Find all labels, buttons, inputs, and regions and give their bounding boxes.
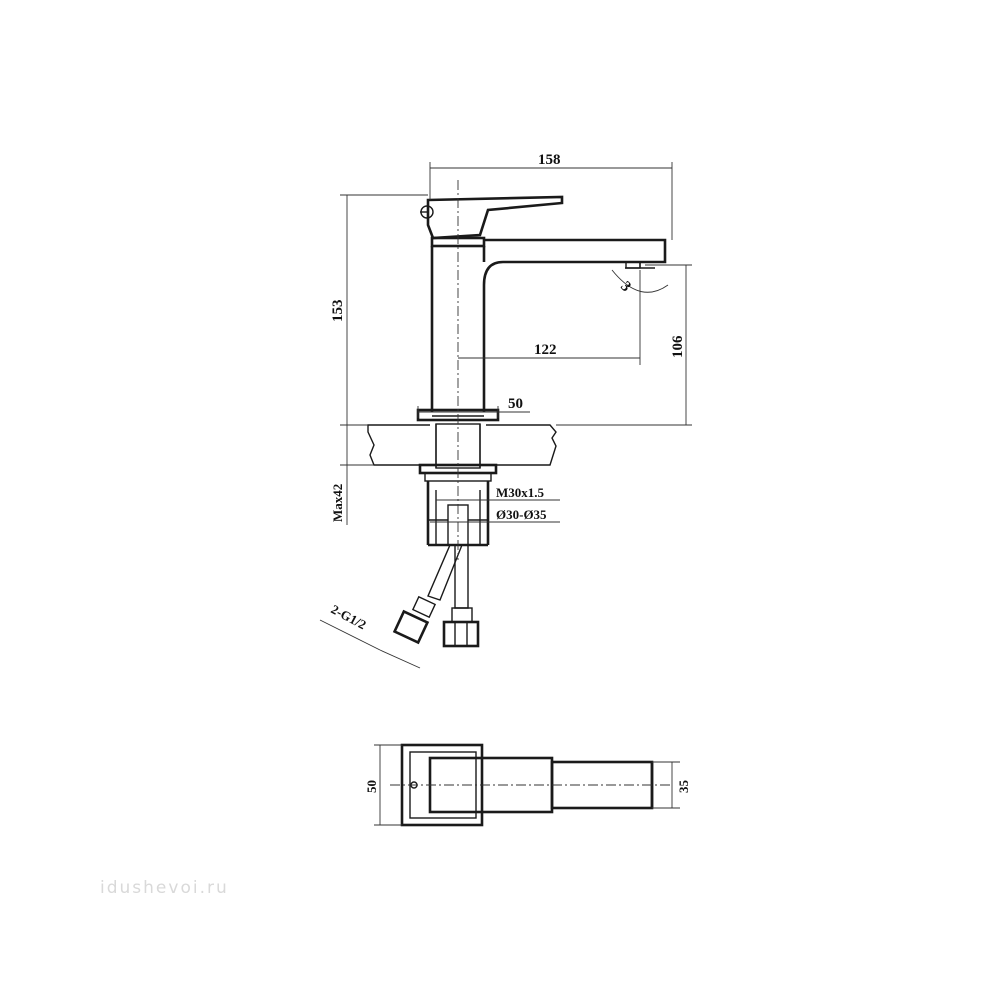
dim-106-label: 106 — [670, 335, 686, 358]
dim-50-label: 50 — [508, 396, 523, 412]
dimension-lines — [319, 162, 692, 669]
countertop-section — [367, 423, 557, 469]
faucet-body — [416, 195, 667, 422]
supply-hoses — [392, 544, 480, 648]
top-view — [374, 743, 680, 827]
dim-158-label: 158 — [538, 152, 561, 168]
dim-max42-label: Max42 — [330, 484, 345, 522]
dim-angle-label: 3 — [617, 279, 634, 296]
watermark: idushevoi.ru — [100, 878, 229, 898]
thread-label: M30x1.5 — [496, 485, 545, 500]
top-view-35-label: 35 — [676, 780, 691, 794]
hole-diameter-label: Ø30-Ø35 — [496, 507, 547, 522]
dim-153-label: 153 — [330, 300, 346, 323]
dim-122-label: 122 — [534, 342, 557, 358]
top-view-50-label: 50 — [364, 780, 379, 793]
